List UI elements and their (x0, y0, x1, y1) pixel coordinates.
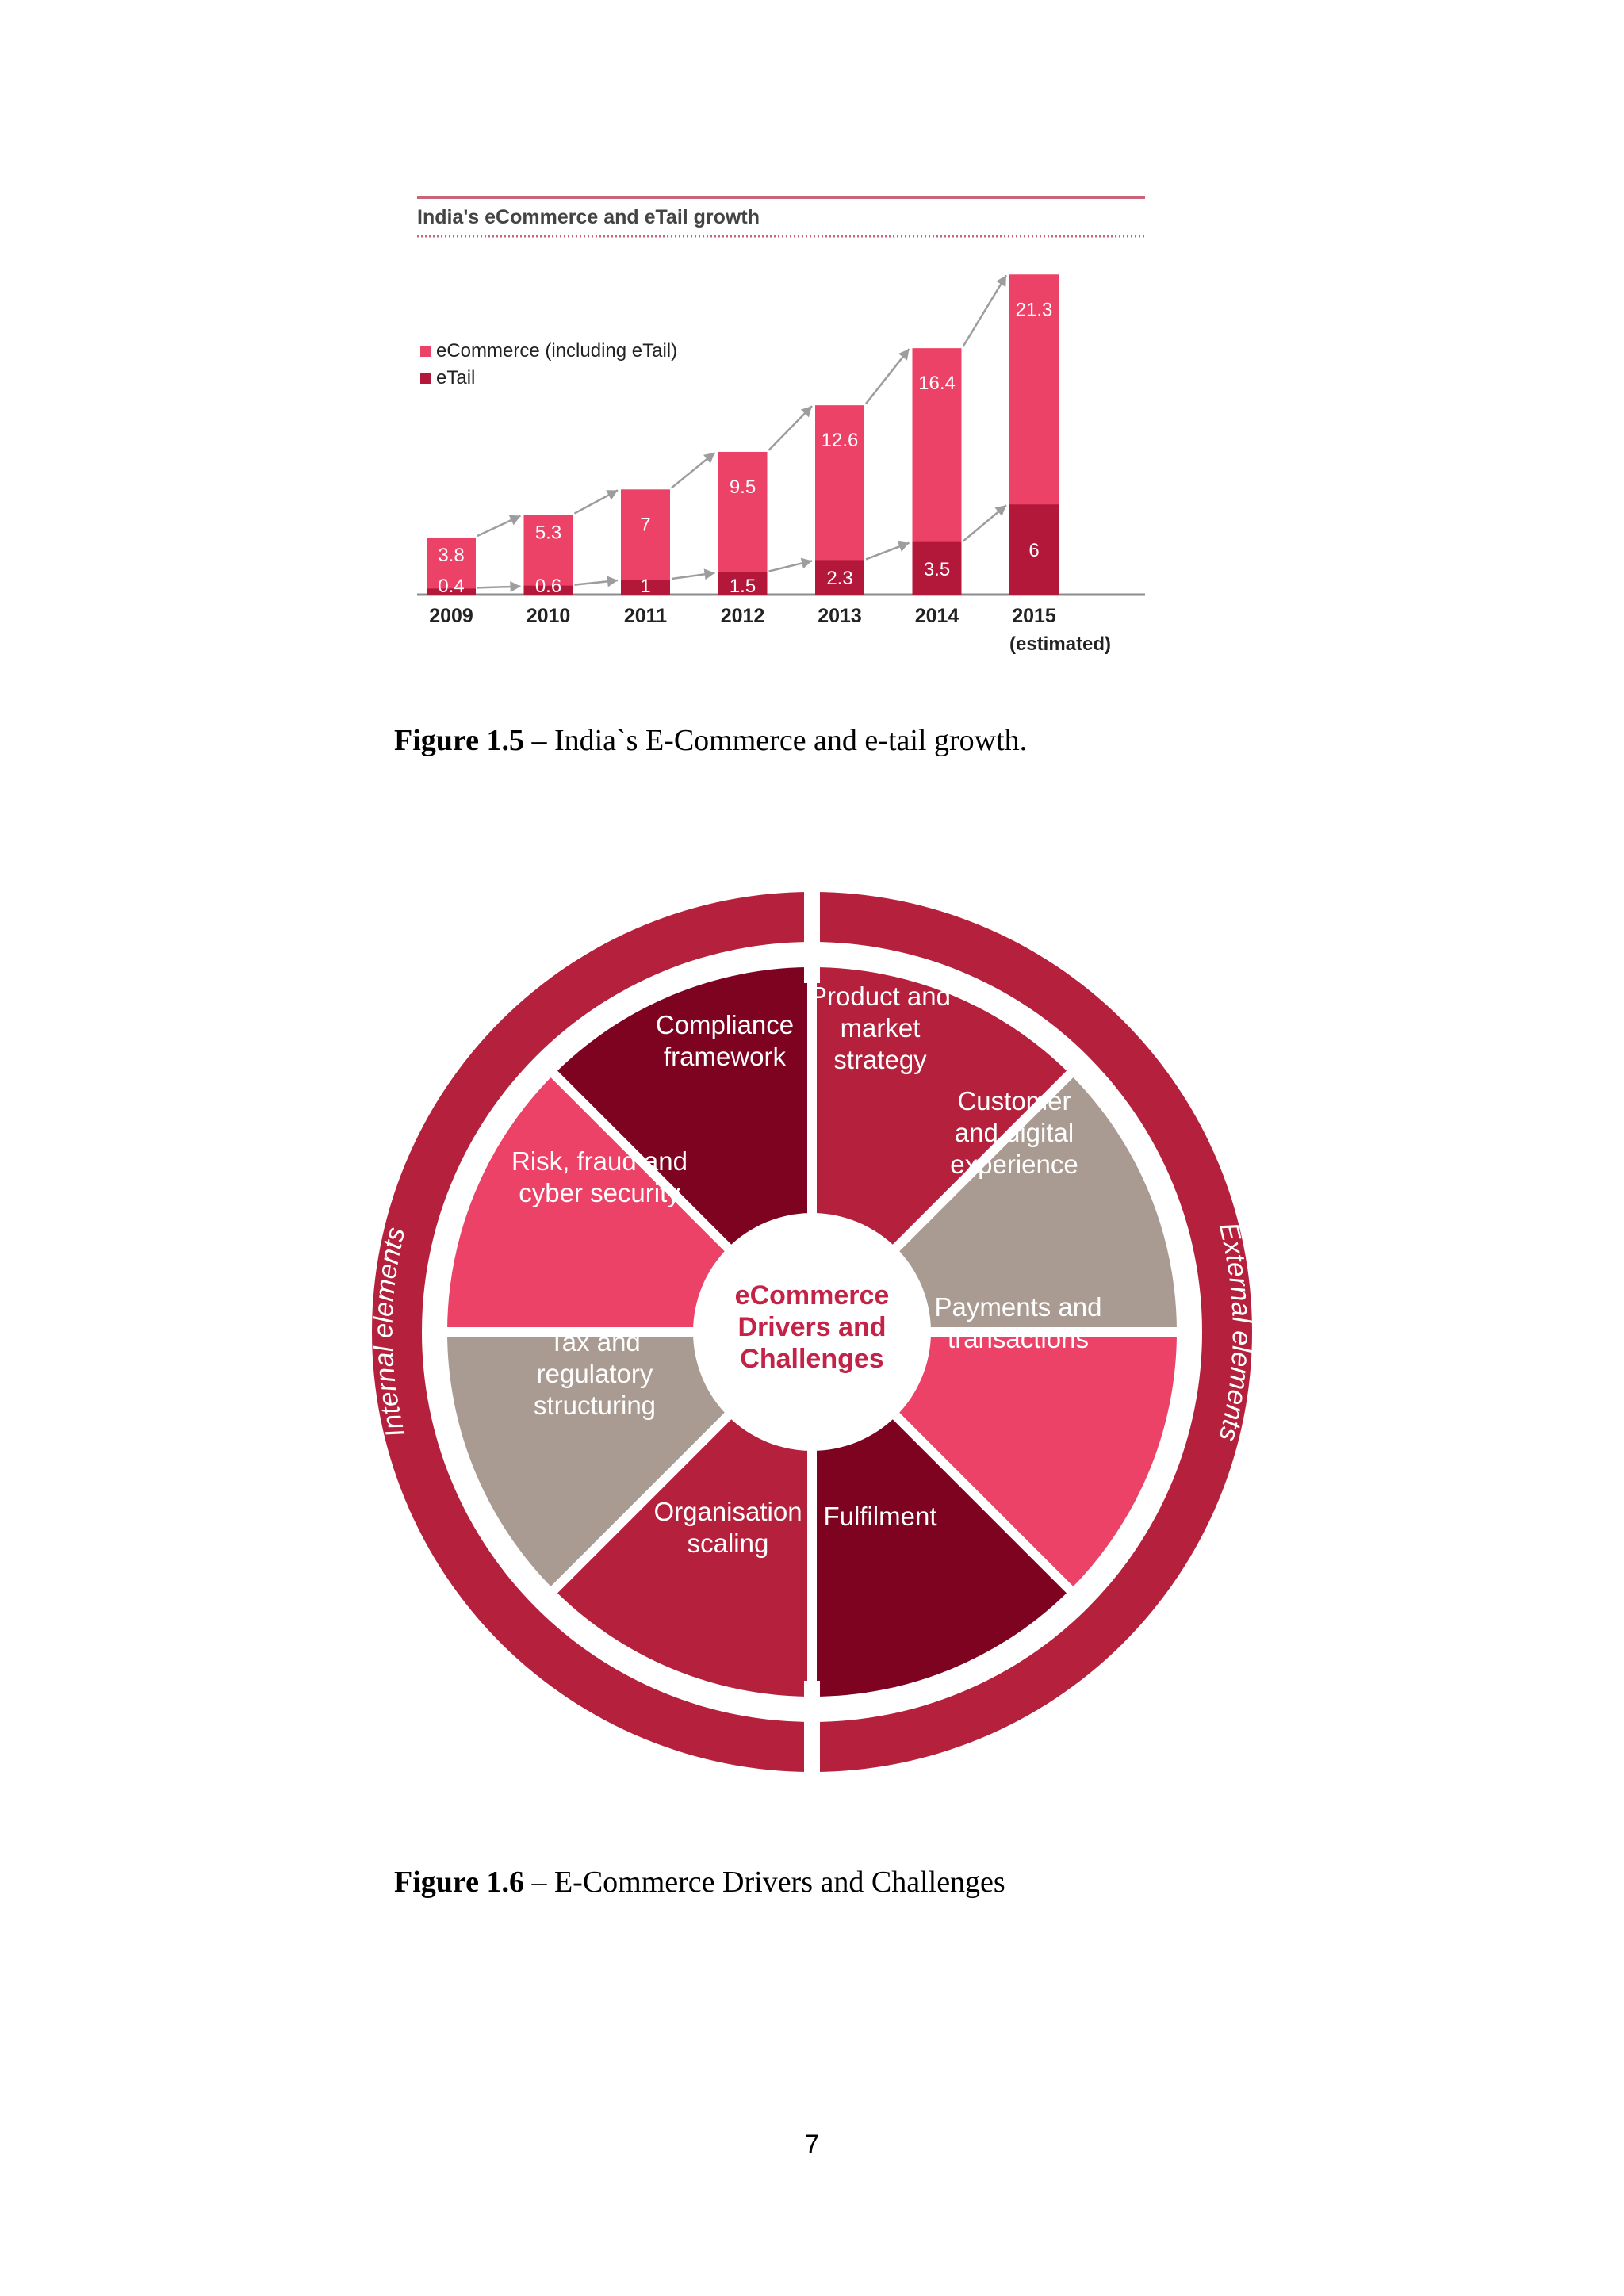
bar-ecommerce-2009 (427, 537, 476, 595)
bar-etail-2013 (815, 560, 864, 595)
bar-etail-2014 (912, 541, 962, 595)
data-label-ecommerce-2009: 3.8 (438, 545, 464, 566)
data-label-etail-2014: 3.5 (924, 559, 950, 580)
tick-note-2015: (estimated) (1009, 633, 1111, 655)
segment-label-compliance-framework: Compliance (656, 1010, 794, 1039)
bar-etail-2010 (523, 585, 573, 595)
figure-1-6-text: – E-Commerce Drivers and Challenges (523, 1866, 1005, 1899)
data-label-etail-2009: 0.4 (438, 576, 464, 597)
bar-etail-2011 (621, 580, 670, 595)
center-hub (693, 1213, 931, 1451)
ecommerce-growth-chart: India's eCommerce and eTail growth eComm… (417, 196, 1145, 655)
data-label-etail-2013: 2.3 (826, 568, 852, 589)
figure-1-6-label: Figure 1.6 (394, 1866, 524, 1899)
trend-arrow-ecommerce-2013 (865, 348, 910, 404)
segment-label-risk-fraud-cyber-security: cyber security (519, 1178, 680, 1207)
tick-label-2010: 2010 (527, 605, 571, 627)
figure-1-5-text: – India`s E-Commerce and e-tail growth. (523, 724, 1028, 757)
bar-ecommerce-2012 (718, 451, 768, 595)
ring-divider-bottom (804, 1681, 820, 1776)
tick-label-2012: 2012 (721, 605, 765, 627)
tick-label-2011: 2011 (624, 605, 667, 627)
bar-etail-2015 (1009, 504, 1059, 595)
segment-label-product-market-strategy: market (841, 1013, 921, 1043)
center-label: eCommerce (735, 1280, 890, 1311)
legend-label-ecommerce: eCommerce (including eTail) (436, 340, 677, 362)
segment-label-organisation-scaling: Organisation (653, 1497, 802, 1526)
segment-label-customer-digital-experience: Customer (957, 1086, 1071, 1115)
figure-1-5-label: Figure 1.5 (394, 724, 524, 757)
data-label-ecommerce-2010: 5.3 (535, 522, 561, 544)
segment-label-product-market-strategy: Product and (810, 982, 951, 1011)
legend-swatch-etail (420, 373, 431, 384)
data-label-ecommerce-2012: 9.5 (730, 476, 756, 498)
trend-arrow-ecommerce-2011-head (703, 452, 715, 464)
center-label: Drivers and (737, 1312, 886, 1342)
segment-label-customer-digital-experience: experience (950, 1150, 1078, 1179)
segment-label-tax-regulatory-structuring: regulatory (537, 1359, 653, 1388)
chart-title: India's eCommerce and eTail growth (417, 206, 760, 228)
trend-arrow-etail-2014-head (994, 505, 1006, 516)
data-label-ecommerce-2011: 7 (640, 514, 650, 535)
trend-arrow-etail-2010-head (607, 576, 618, 587)
trend-arrow-ecommerce-2009-head (508, 515, 521, 526)
segment-label-risk-fraud-cyber-security: Risk, fraud and (511, 1146, 688, 1176)
segment-label-fulfilment: Fulfilment (823, 1502, 936, 1531)
trend-arrow-ecommerce-2013-head (898, 349, 910, 361)
ring-divider-top (804, 888, 820, 983)
center-label: Challenges (740, 1344, 883, 1374)
data-label-ecommerce-2014: 16.4 (918, 373, 956, 394)
segment-label-payments-transactions: Payments and (935, 1292, 1102, 1322)
trend-arrow-etail-2009-head (510, 581, 521, 593)
legend-label-etail: eTail (436, 367, 475, 388)
trend-arrow-ecommerce-2010-head (606, 490, 618, 500)
trend-arrow-etail-2013-head (897, 541, 910, 552)
figure-1-6-caption: Figure 1.6 – E-Commerce Drivers and Chal… (394, 1865, 1005, 1900)
data-label-etail-2011: 1 (640, 576, 650, 597)
segment-label-organisation-scaling: scaling (688, 1529, 769, 1558)
data-label-etail-2012: 1.5 (730, 576, 756, 597)
figure-1-5-caption: Figure 1.5 – India`s E-Commerce and e-ta… (394, 723, 1027, 758)
bar-ecommerce-2011 (621, 489, 670, 595)
data-label-ecommerce-2015: 21.3 (1016, 299, 1053, 320)
data-label-etail-2015: 6 (1028, 540, 1039, 561)
segment-label-customer-digital-experience: and digital (955, 1118, 1074, 1147)
segment-label-tax-regulatory-structuring: Tax and (549, 1327, 641, 1357)
tick-label-2009: 2009 (429, 605, 473, 627)
bar-etail-2009 (427, 588, 476, 595)
tick-label-2015: 2015 (1012, 605, 1056, 627)
bar-ecommerce-2010 (523, 515, 573, 595)
segment-label-tax-regulatory-structuring: structuring (534, 1391, 656, 1420)
segment-label-product-market-strategy: strategy (833, 1045, 927, 1074)
data-label-etail-2010: 0.6 (535, 576, 561, 597)
bar-etail-2012 (718, 572, 768, 595)
trend-arrow-ecommerce-2012-head (800, 406, 812, 418)
tick-label-2013: 2013 (818, 605, 862, 627)
page-number: 7 (804, 2130, 820, 2160)
trend-arrow-ecommerce-2014-head (996, 275, 1006, 288)
legend-swatch-ecommerce (420, 346, 431, 357)
segment-label-compliance-framework: framework (664, 1042, 787, 1071)
trend-arrow-etail-2012-head (800, 557, 812, 569)
trend-arrow-ecommerce-2014 (962, 274, 1008, 347)
trend-arrow-etail-2011-head (703, 568, 715, 580)
tick-label-2014: 2014 (915, 605, 959, 627)
data-label-ecommerce-2013: 12.6 (822, 430, 859, 451)
segment-label-payments-transactions: transactions (948, 1324, 1089, 1353)
